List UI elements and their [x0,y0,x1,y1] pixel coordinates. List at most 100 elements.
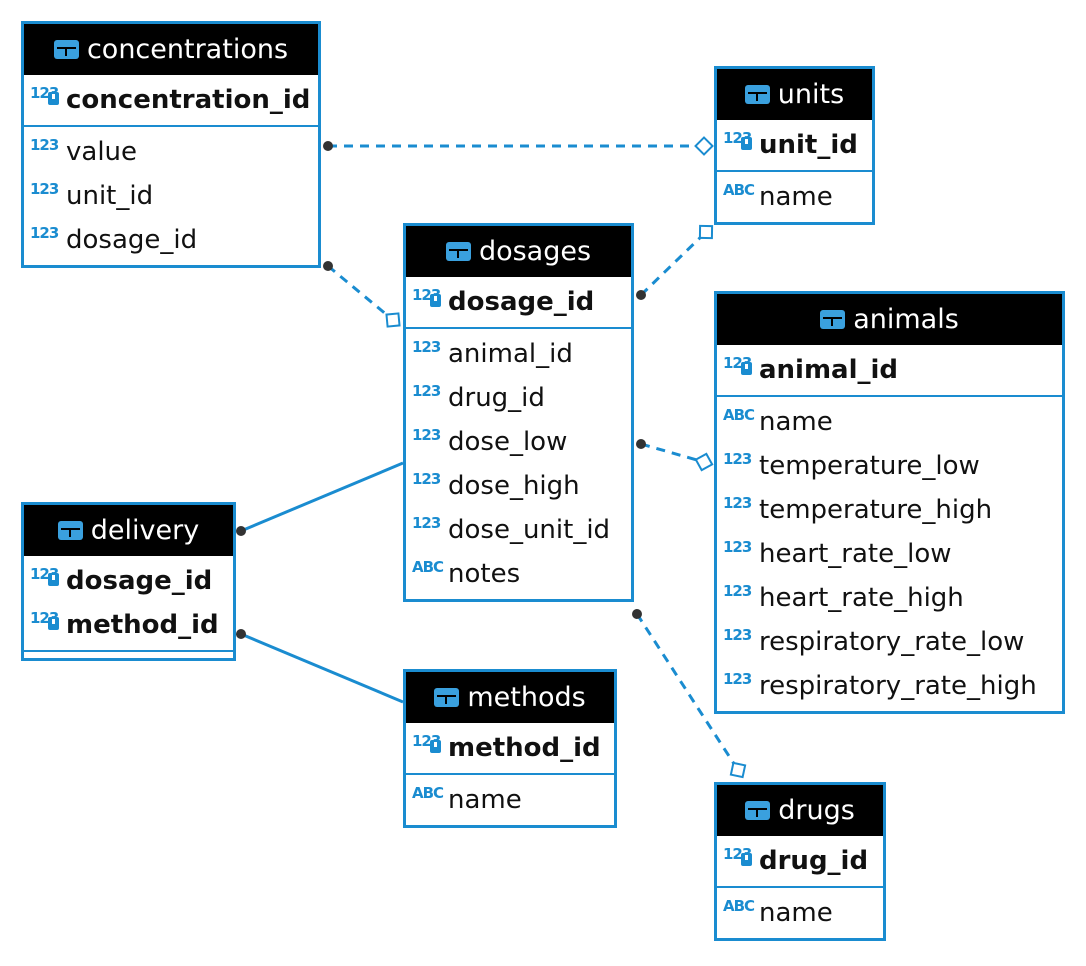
entity-header[interactable]: methods [406,672,614,723]
column-name: dose_unit_id [448,515,611,545]
entity-title: methods [467,682,586,713]
column-name: drug_id [448,383,545,413]
number-type-icon: 123 [723,626,752,644]
table-icon [434,688,460,707]
column-row[interactable]: 123 dose_high [406,464,631,508]
column-name: name [759,182,833,212]
column-name: dose_low [448,427,568,457]
entity-title: units [777,79,845,110]
primary-key-icon: 123 [723,129,759,150]
number-type-icon: 123 [412,470,441,488]
relationship-dosages-units [636,224,714,300]
entity-title: animals [853,304,959,335]
column-name: name [759,407,833,437]
number-type-icon: 123 [30,180,59,198]
column-name: name [448,785,522,815]
column-row[interactable]: 123 drug_id [406,376,631,420]
relationship-delivery-dosages [236,461,404,536]
entity-header[interactable]: drugs [717,785,883,836]
entity-title: concentrations [86,34,289,65]
number-type-icon: 123 [30,224,59,242]
text-type-icon: ABC [723,406,755,424]
column-name: dosage_id [66,225,198,255]
primary-key-icon: 123 [30,565,66,586]
number-type-icon: 123 [412,382,441,400]
table-icon [57,521,83,540]
number-type-icon: 123 [412,514,441,532]
table-icon [745,801,771,820]
relationship-source-dot [636,439,646,449]
number-type-icon: 123 [723,582,752,600]
entity-title: drugs [778,795,855,826]
column-row[interactable]: 123 dose_unit_id [406,508,631,552]
entity-header[interactable]: units [717,69,872,120]
text-type-icon: ABC [723,897,755,915]
column-name: concentration_id [66,85,311,115]
relationship-source-dot [323,261,333,271]
column-name: drug_id [759,846,869,876]
number-type-icon: 123 [723,670,752,688]
entity-header[interactable]: animals [717,294,1062,345]
table-icon [744,85,770,104]
relationship-source-dot [632,609,642,619]
entity-header[interactable]: dosages [406,226,631,277]
column-row[interactable]: 123 value [24,130,318,174]
entity-header[interactable]: delivery [24,505,233,556]
number-type-icon: 123 [30,136,59,154]
column-name: unit_id [759,130,858,160]
relationship-concentrations-units [323,136,714,156]
text-type-icon: ABC [412,558,444,576]
column-name: notes [448,559,521,589]
column-name: respiratory_rate_high [759,671,1037,701]
column-row[interactable]: 123 animal_id [406,332,631,376]
column-row[interactable]: 123 respiratory_rate_high [717,664,1062,708]
primary-key-icon: 123 [412,732,448,753]
column-name: heart_rate_low [759,539,952,569]
column-name: value [66,137,138,167]
optional-end-diamond [698,224,714,240]
number-type-icon: 123 [412,338,441,356]
optional-end-diamond [694,136,714,156]
column-row[interactable]: 123 dosage_id [24,218,318,262]
entity-header[interactable]: concentrations [24,24,318,75]
column-name: dose_high [448,471,580,501]
column-name: animal_id [448,339,573,369]
relationship-concentrations-dosages [323,261,401,328]
table-icon [53,40,79,59]
